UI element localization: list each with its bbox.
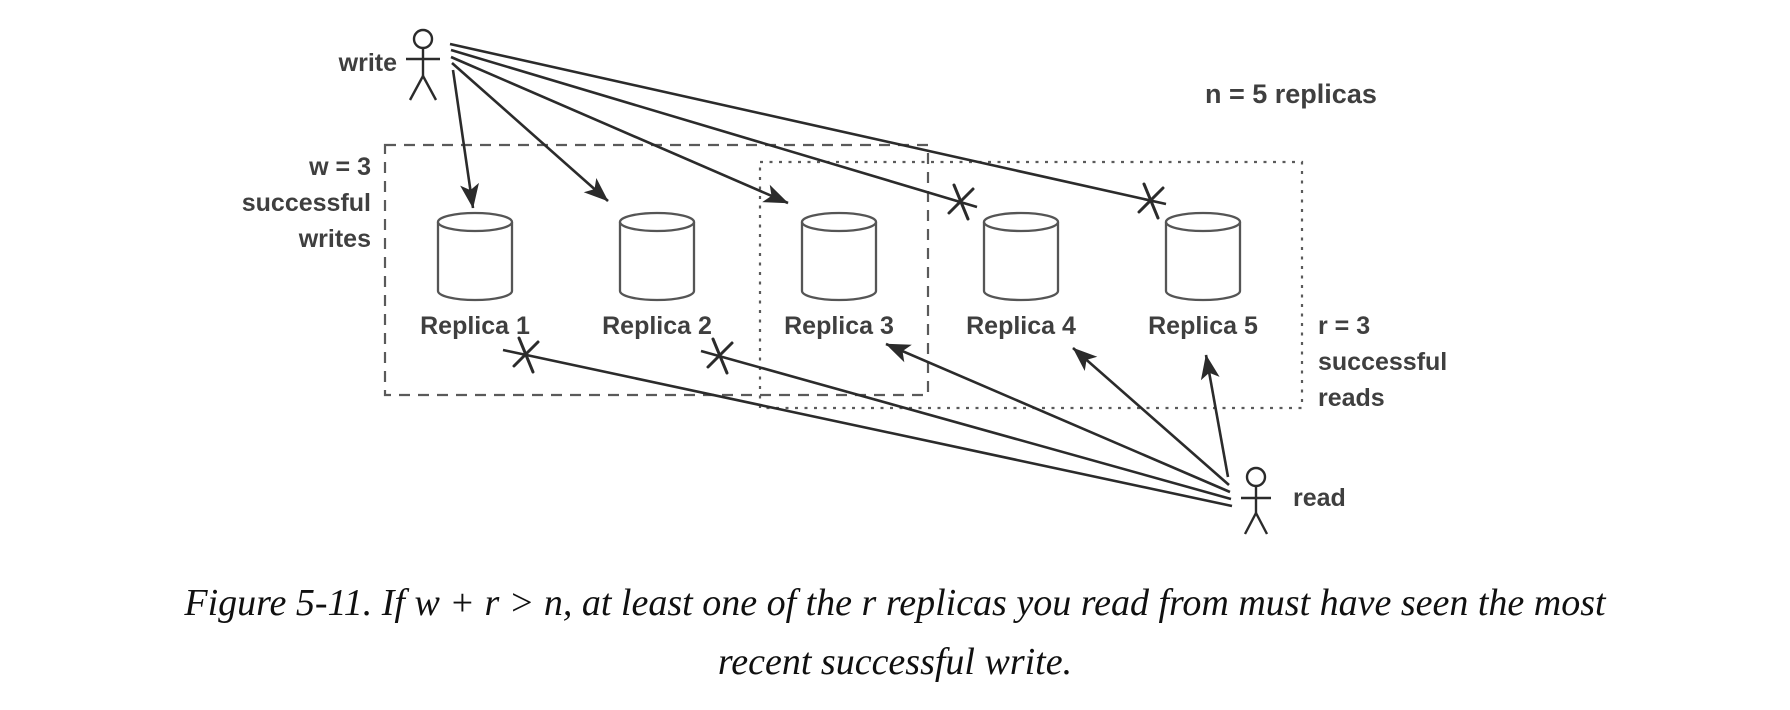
caption-line-2: recent successful write. [717,641,1073,683]
read-arrow-replica-5 [1200,354,1230,478]
failed-read-x-icon-replica-2 [706,337,734,375]
read-quorum-label-line-1: r = 3 [1318,312,1370,340]
figure-caption: Figure 5-11. If w + r > n, at least one … [0,574,1790,692]
write-arrow-replica-2 [451,62,609,202]
write-quorum-label-line-2: successful [242,189,371,217]
read-actor-icon [1241,466,1271,535]
replica-3-database-icon [800,211,878,302]
write-arrow-replica-1 [451,69,479,209]
failed-read-x-icon-replica-1 [512,336,540,374]
write-arrow-replica-4-failed [450,48,978,209]
write-actor-label: write [338,49,397,77]
replica-2-database-icon [618,211,696,302]
read-quorum-label-line-3: reads [1318,384,1385,412]
write-quorum-label-line-3: writes [298,225,371,253]
read-quorum-box [758,160,1304,410]
read-arrow-replica-1-failed [502,348,1233,508]
replica-2-label: Replica 2 [602,312,712,340]
read-actor-label: read [1293,484,1346,512]
replica-count-label: n = 5 replicas [1205,79,1377,109]
replica-4-label: Replica 4 [966,312,1076,340]
write-arrow-replica-3 [450,55,789,205]
replica-1-label: Replica 1 [420,312,530,340]
replica-1-database-icon [436,211,514,302]
write-quorum-label-line-1: w = 3 [308,153,371,181]
read-quorum-label-line-2: successful [1318,348,1447,376]
quorum-diagram: write read n = 5 replicas w = 3 successf… [242,28,1447,535]
replica-5-database-icon [1164,211,1242,302]
write-arrow-replica-5-failed [449,42,1167,206]
write-actor-icon [406,28,440,101]
read-arrow-replica-2-failed [700,349,1232,501]
failed-write-x-icon-replica-5 [1137,182,1165,220]
replica-5-label: Replica 5 [1148,312,1258,340]
read-arrow-replica-3 [885,342,1231,494]
failed-write-x-icon-replica-4 [947,183,975,221]
caption-line-1: Figure 5-11. If w + r > n, at least one … [184,582,1606,624]
replica-4-database-icon [982,211,1060,302]
read-arrow-replica-4 [1072,347,1230,486]
replica-3-label: Replica 3 [784,312,894,340]
